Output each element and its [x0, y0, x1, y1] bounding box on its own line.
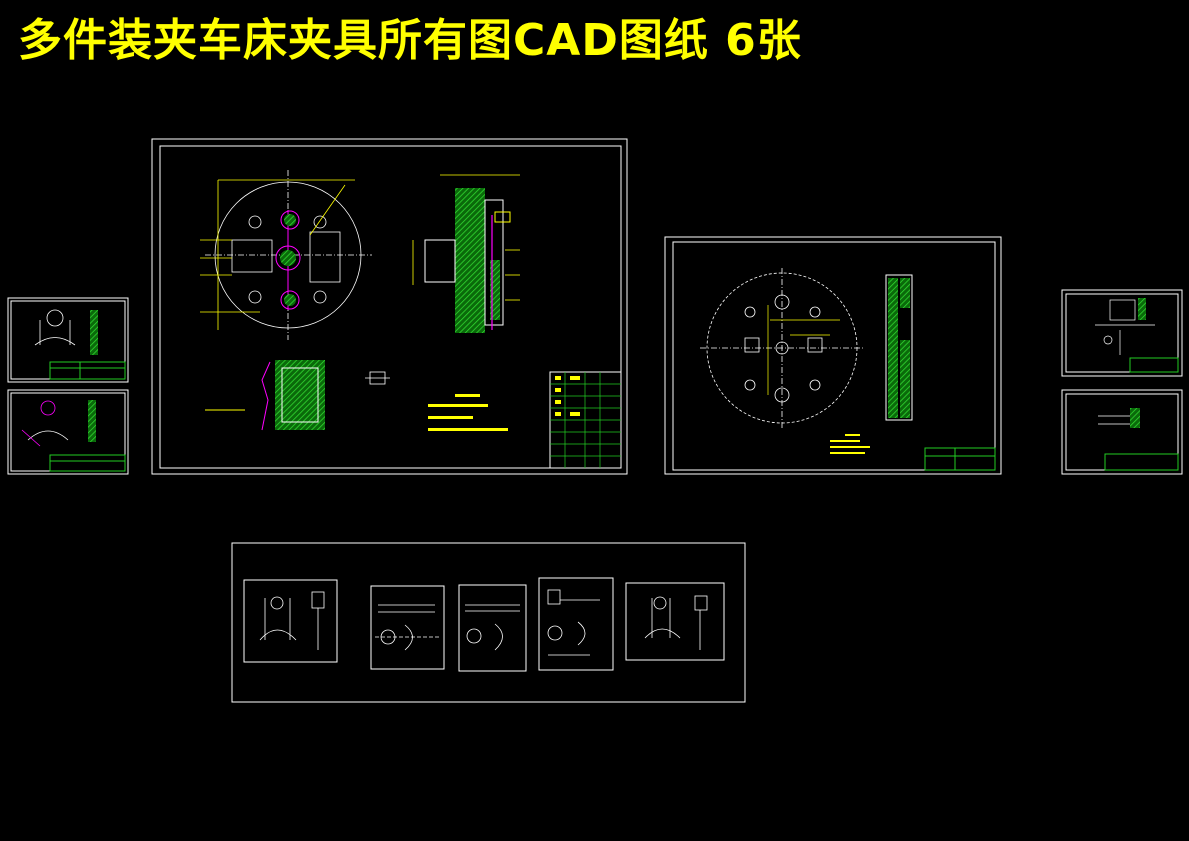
- part-view-2: [370, 585, 445, 670]
- drawing-sheet-small-2[interactable]: [7, 389, 129, 475]
- drawing-sheet-small-3[interactable]: [1061, 289, 1183, 377]
- part-view-4: [538, 577, 614, 671]
- drawing-sheet-assembly[interactable]: [151, 138, 628, 475]
- part-view-1: [243, 579, 338, 663]
- drawing-sheet-plate[interactable]: [664, 236, 1002, 475]
- drawing-sheet-parts-set[interactable]: [231, 542, 746, 703]
- drawing-sheet-small-4[interactable]: [1061, 389, 1183, 475]
- part-view-3: [458, 584, 527, 672]
- part-view-5: [625, 582, 725, 661]
- page-title: 多件装夹车床夹具所有图CAD图纸 6张: [18, 15, 802, 66]
- drawing-sheet-small-1[interactable]: [7, 297, 129, 383]
